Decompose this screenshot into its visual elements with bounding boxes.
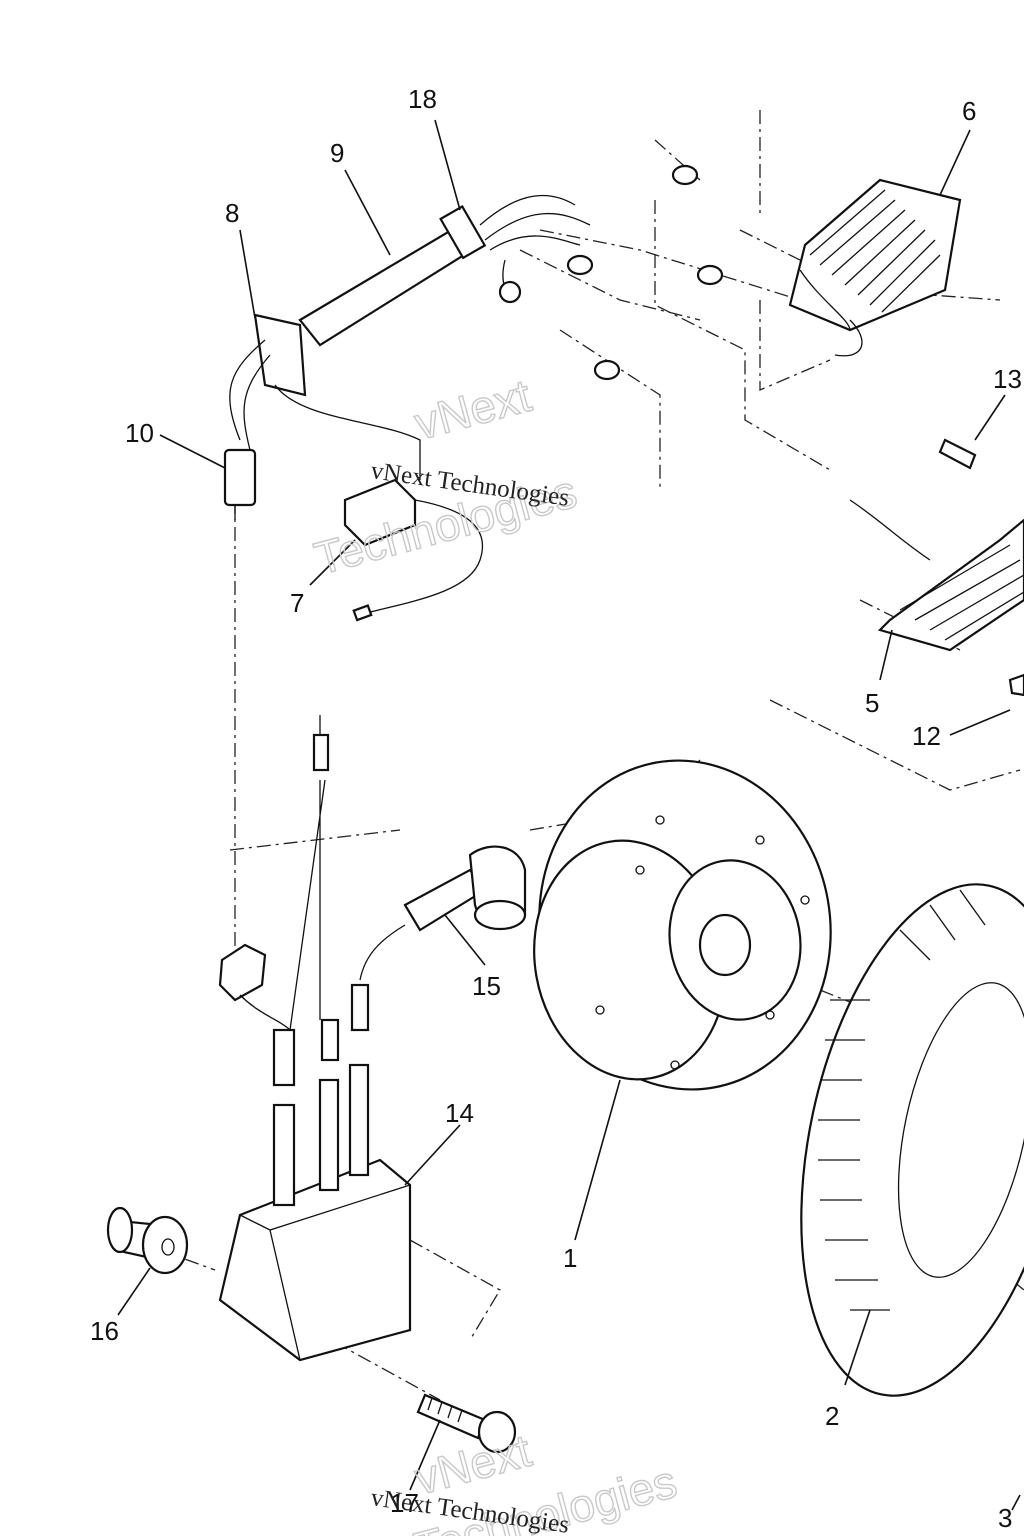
callout-8: 9: [330, 138, 344, 168]
callout-16: 16: [90, 1316, 119, 1346]
spark-plug-cap-part-15: [359, 845, 527, 981]
callout-7: 8: [225, 198, 239, 228]
pin-part-12: [1008, 673, 1024, 697]
rotor-part-1: [533, 759, 832, 1091]
ignition-coil-part-14: [218, 715, 412, 1362]
watermark-bottom: vNext Technologies vNext Technologies: [369, 1423, 683, 1536]
callout-18: 18: [408, 84, 437, 114]
callout-14: 14: [445, 1098, 474, 1128]
callout-17: 17: [390, 1488, 419, 1518]
callout-10: 10: [125, 418, 154, 448]
leader-lines: [117, 119, 1021, 1511]
callout-6: 6: [962, 96, 976, 126]
callouts: 18 9 8 6 13 10 7 5 12 15 14 1 16 2 17 3: [90, 84, 1022, 1533]
callout-9: 7: [290, 588, 304, 618]
bushing-part-16: [106, 1206, 189, 1275]
wire-harness: [229, 194, 591, 480]
screw-part-13: [938, 438, 977, 470]
connector-part-9: [343, 478, 484, 622]
callout-13: 13: [993, 364, 1022, 394]
spacers: [566, 164, 724, 381]
watermark-brand: vNext: [409, 369, 536, 450]
callout-15: 15: [472, 971, 501, 1001]
callout-12: 12: [912, 721, 941, 751]
fan-part-2: [800, 883, 1024, 1397]
connector-part-10: [223, 448, 257, 520]
callout-5: 5: [865, 688, 879, 718]
callout-1: 1: [563, 1243, 577, 1273]
callout-2: 2: [825, 1401, 839, 1431]
lighting-coil-part-5: [849, 499, 1024, 652]
bolt-part-17: [416, 1393, 517, 1454]
watermark-top: vNext Technologies vNext Technologies: [308, 368, 582, 585]
charging-coil-part-6: [788, 178, 962, 357]
callout-3: 3: [998, 1503, 1012, 1533]
